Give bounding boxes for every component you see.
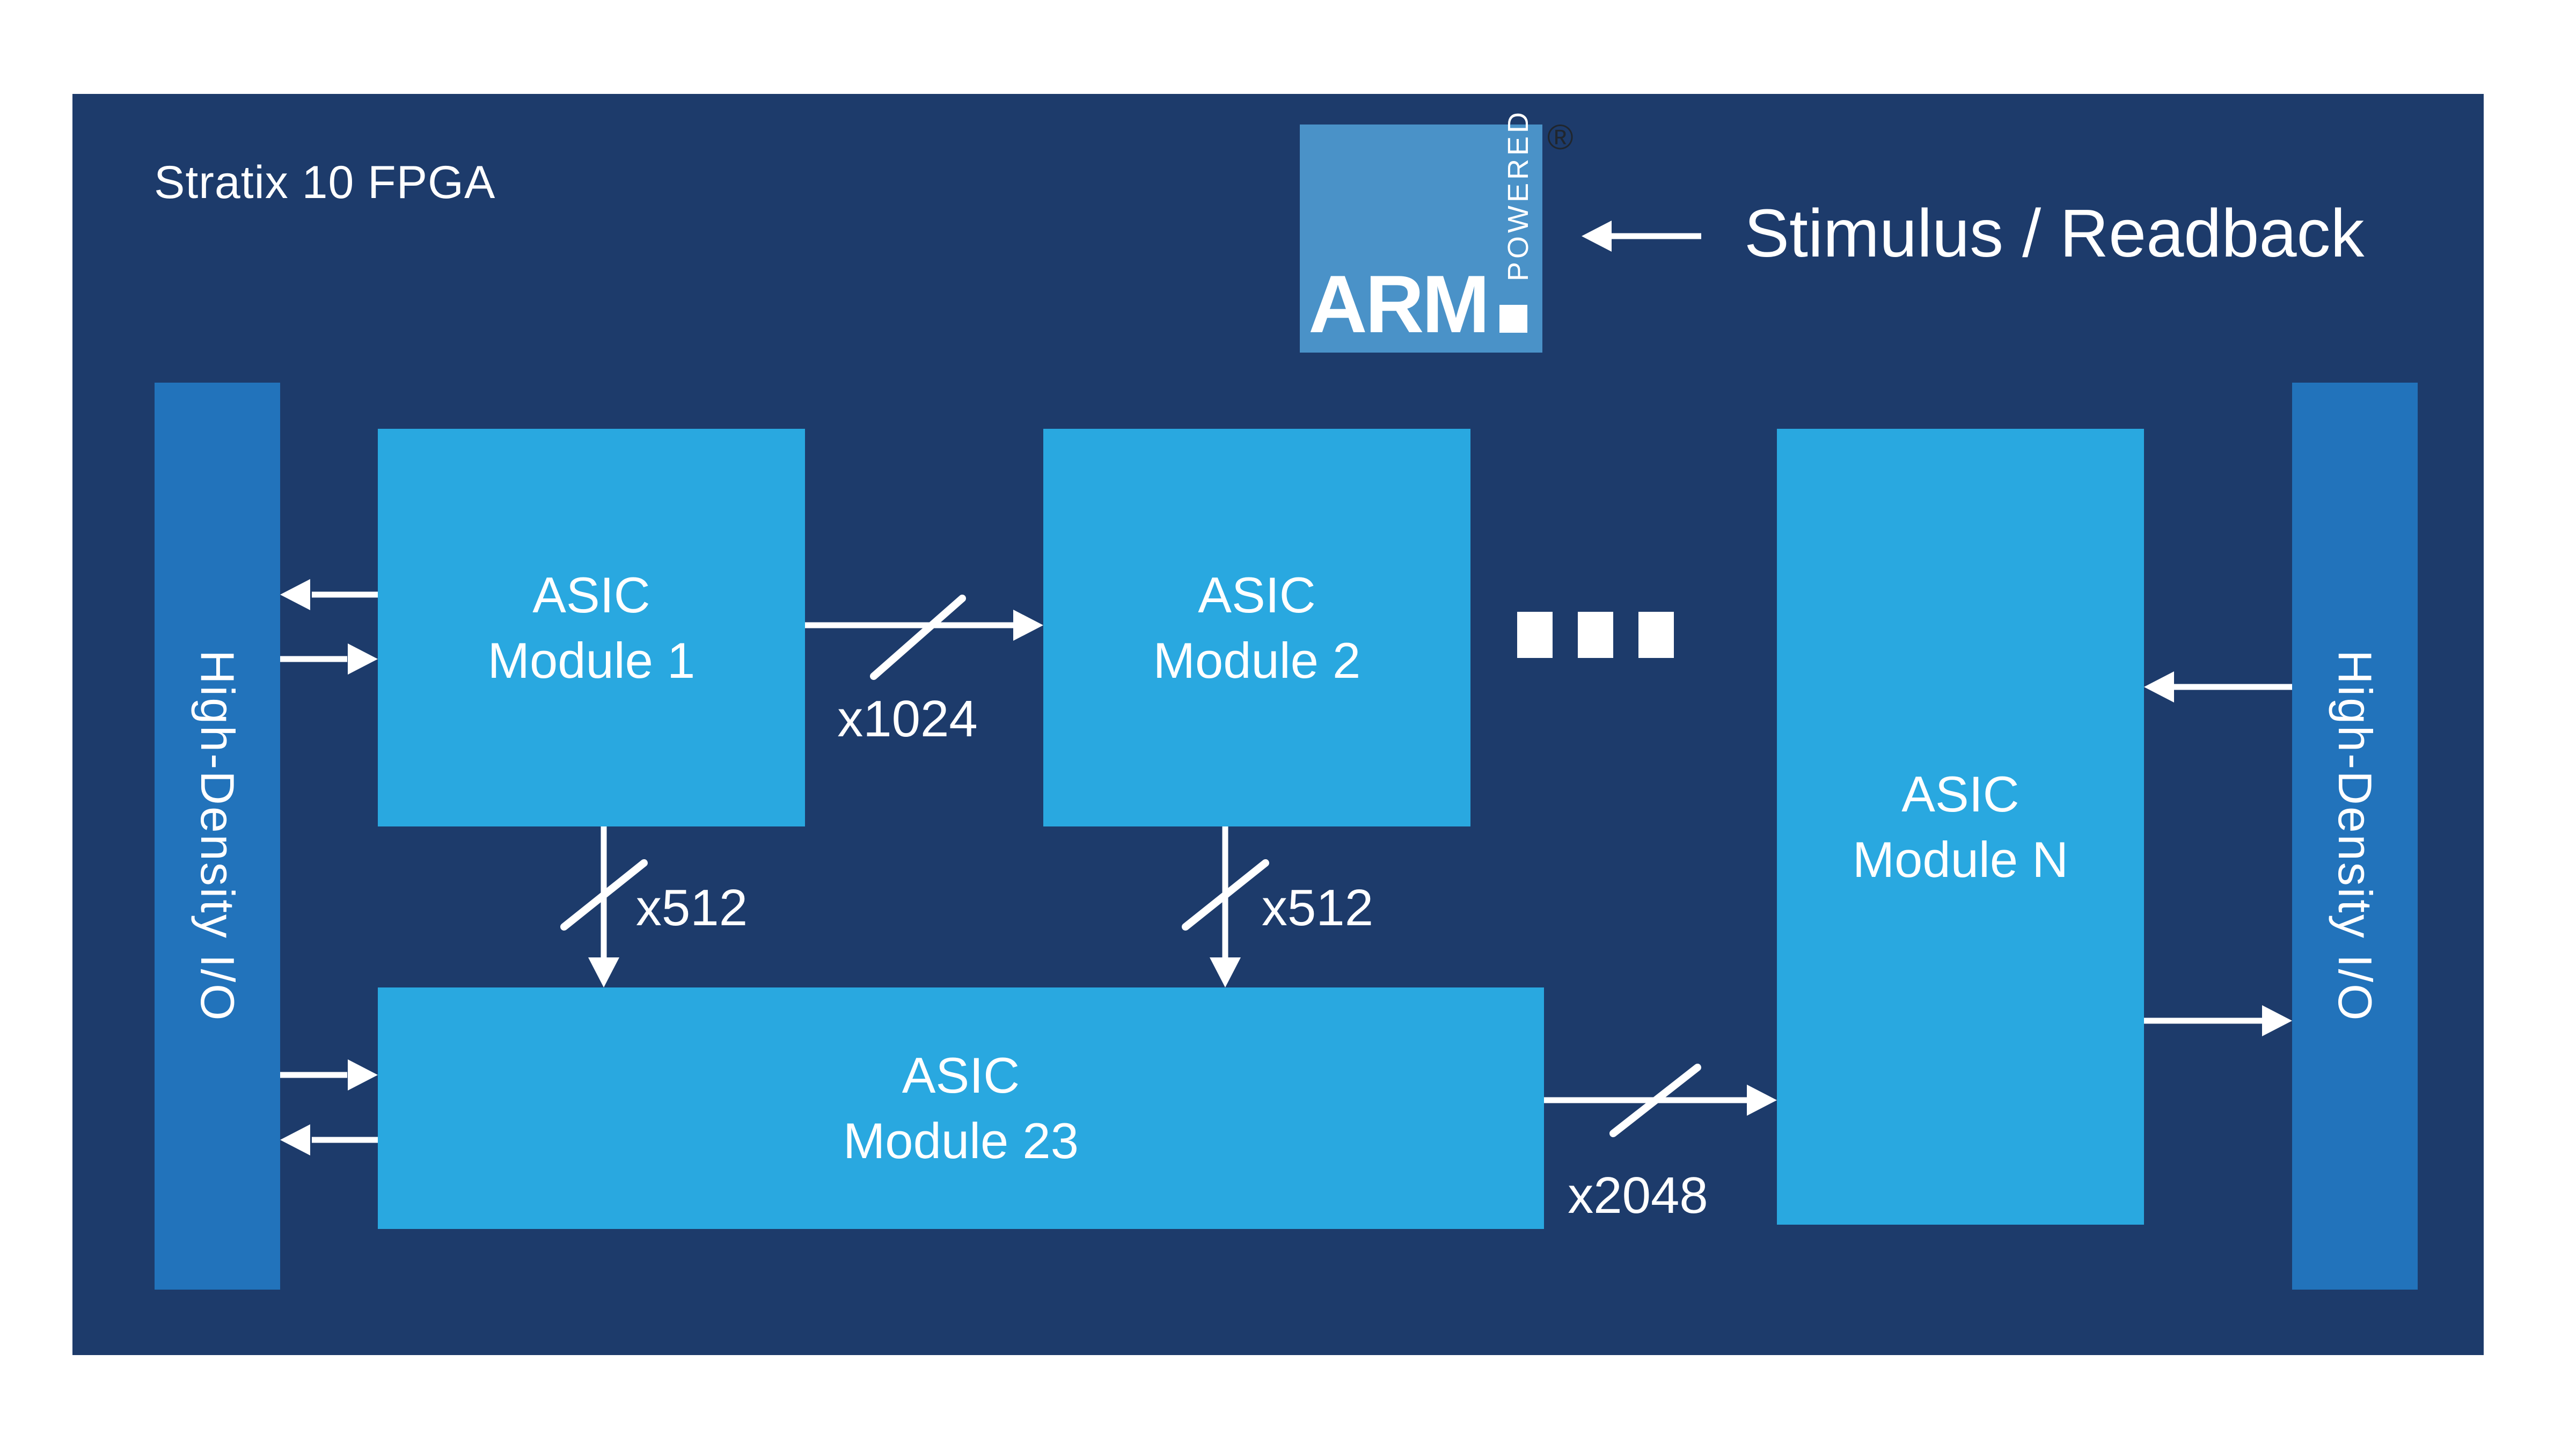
asic-module-23-line1: ASIC xyxy=(902,1047,1020,1103)
arrow-head xyxy=(1582,221,1612,252)
asic-module-2: ASIC Module 2 xyxy=(1043,429,1470,826)
asic-module-23-line2: Module 23 xyxy=(843,1113,1079,1169)
arrow-head xyxy=(588,957,619,987)
arrow-io-right-to-module-n xyxy=(2144,671,2292,702)
asic-module-2-line2: Module 2 xyxy=(1153,632,1361,689)
ellipsis-square-icon xyxy=(1638,612,1674,658)
stimulus-arrow xyxy=(1582,221,1701,252)
bus-width-slash xyxy=(870,595,966,680)
arrow-head xyxy=(280,1124,310,1155)
arrow-head xyxy=(348,1059,378,1091)
fpga-panel: Stratix 10 FPGA High-Density I/O High-De… xyxy=(72,94,2484,1355)
arm-brand-text: ARM xyxy=(1308,259,1490,350)
arrow-head xyxy=(280,579,310,610)
arm-powered-logo: ARM POWERED xyxy=(1300,109,1542,353)
arrow-head xyxy=(1013,610,1043,641)
bus-width-slash xyxy=(560,859,648,931)
asic-module-1-line2: Module 1 xyxy=(487,632,696,689)
bus-arrow-module-1-to-module-23 xyxy=(560,826,648,987)
arrow-head xyxy=(2144,671,2174,702)
io-bar-right: High-Density I/O xyxy=(2292,383,2418,1290)
bus-arrow-module-23-to-module-n xyxy=(1544,1064,1777,1137)
io-bar-right-label: High-Density I/O xyxy=(2329,650,2382,1022)
arrow-head xyxy=(348,643,378,675)
asic-module-n: ASIC Module N xyxy=(1777,429,2144,1225)
panel-title: Stratix 10 FPGA xyxy=(154,157,496,208)
arrow-module-1-to-io-left xyxy=(280,579,378,610)
asic-module-23: ASIC Module 23 xyxy=(378,987,1544,1229)
registered-trademark-icon: ® xyxy=(1547,117,1574,157)
ellipsis-square-icon xyxy=(1578,612,1613,658)
arrow-module-23-to-io-left xyxy=(280,1124,378,1155)
arrow-io-left-to-module-23 xyxy=(280,1059,378,1091)
arrow-head xyxy=(2262,1005,2292,1036)
io-bar-left: High-Density I/O xyxy=(155,383,280,1290)
bus-label-x512-right: x512 xyxy=(1261,879,1374,936)
asic-module-1: ASIC Module 1 xyxy=(378,429,805,826)
asic-module-n-line1: ASIC xyxy=(1901,765,2019,822)
asic-module-n-line2: Module N xyxy=(1852,831,2069,888)
arrow-module-n-to-io-right xyxy=(2144,1005,2292,1036)
arrow-head xyxy=(1210,957,1241,987)
bus-arrow-module-2-to-module-23 xyxy=(1182,826,1269,987)
arrow-layer xyxy=(280,221,2292,1155)
bus-width-slash xyxy=(1182,859,1269,931)
asic-module-1-line1: ASIC xyxy=(532,566,650,623)
bus-width-slash xyxy=(1609,1064,1701,1137)
io-bar-left-label: High-Density I/O xyxy=(191,650,244,1022)
stimulus-readback-label: Stimulus / Readback xyxy=(1744,195,2365,271)
bus-label-x2048: x2048 xyxy=(1568,1167,1708,1224)
ellipsis-square-icon xyxy=(1517,612,1553,658)
bus-arrow-module-1-to-module-2 xyxy=(805,595,1043,680)
arrow-io-left-to-module-1 xyxy=(280,643,378,675)
bus-label-x1024: x1024 xyxy=(837,690,978,748)
bus-label-x512-left: x512 xyxy=(635,879,748,936)
asic-module-2-line1: ASIC xyxy=(1198,566,1316,623)
arrow-head xyxy=(1747,1085,1777,1116)
arm-square-period-icon xyxy=(1499,305,1527,333)
